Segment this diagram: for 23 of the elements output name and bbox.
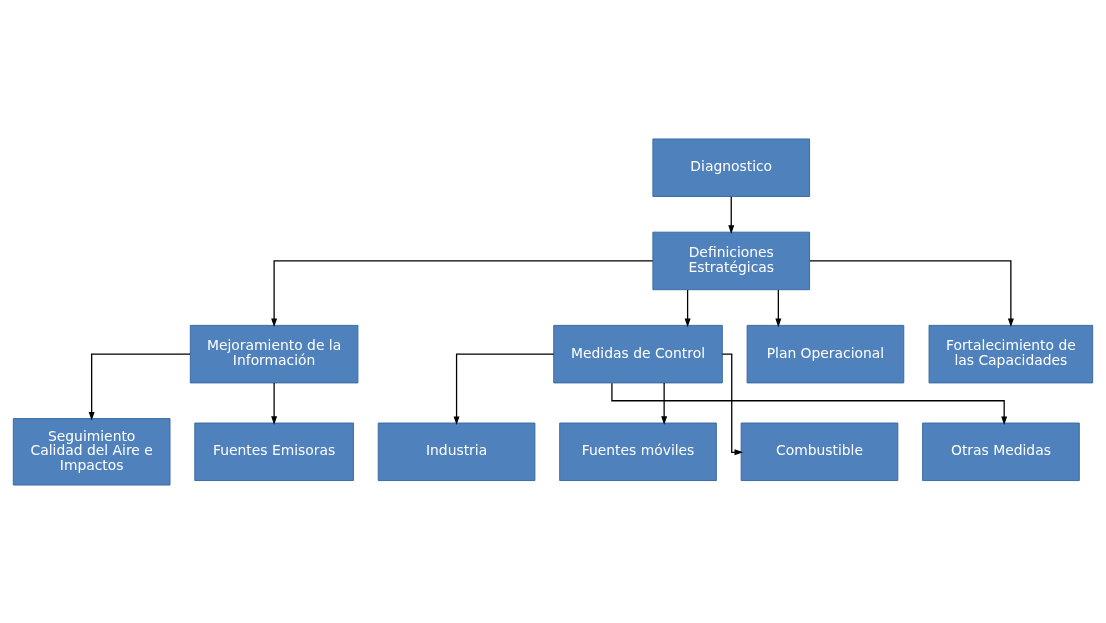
node-box: Combustible [740, 422, 899, 481]
arrow [728, 195, 735, 234]
node-box: Medidas de Control [553, 324, 723, 383]
node-box: Mejoramiento de la Información [189, 324, 359, 383]
arrow [721, 353, 744, 455]
arrow [661, 381, 668, 425]
arrow [271, 381, 278, 425]
node-box: Seguimiento Calidad del Aire e Impactos [12, 417, 171, 486]
node-box: Plan Operacional [746, 324, 905, 383]
arrow [684, 288, 691, 327]
node-box: Fortalecimiento de las Capacidades [928, 324, 1094, 383]
node-box: Fuentes Emisoras [194, 422, 354, 481]
arrow [611, 382, 1008, 425]
node-box: Definiciones Estratégicas [652, 231, 811, 290]
arrow [271, 259, 654, 327]
node-box: Diagnostico [652, 137, 811, 197]
node-box: Otras Medidas [922, 422, 1080, 481]
arrow [775, 288, 782, 327]
node-box: Industria [377, 422, 536, 481]
arrow [453, 353, 555, 425]
arrow [88, 353, 191, 420]
arrow [809, 259, 1014, 327]
node-box: Fuentes móviles [559, 422, 717, 481]
